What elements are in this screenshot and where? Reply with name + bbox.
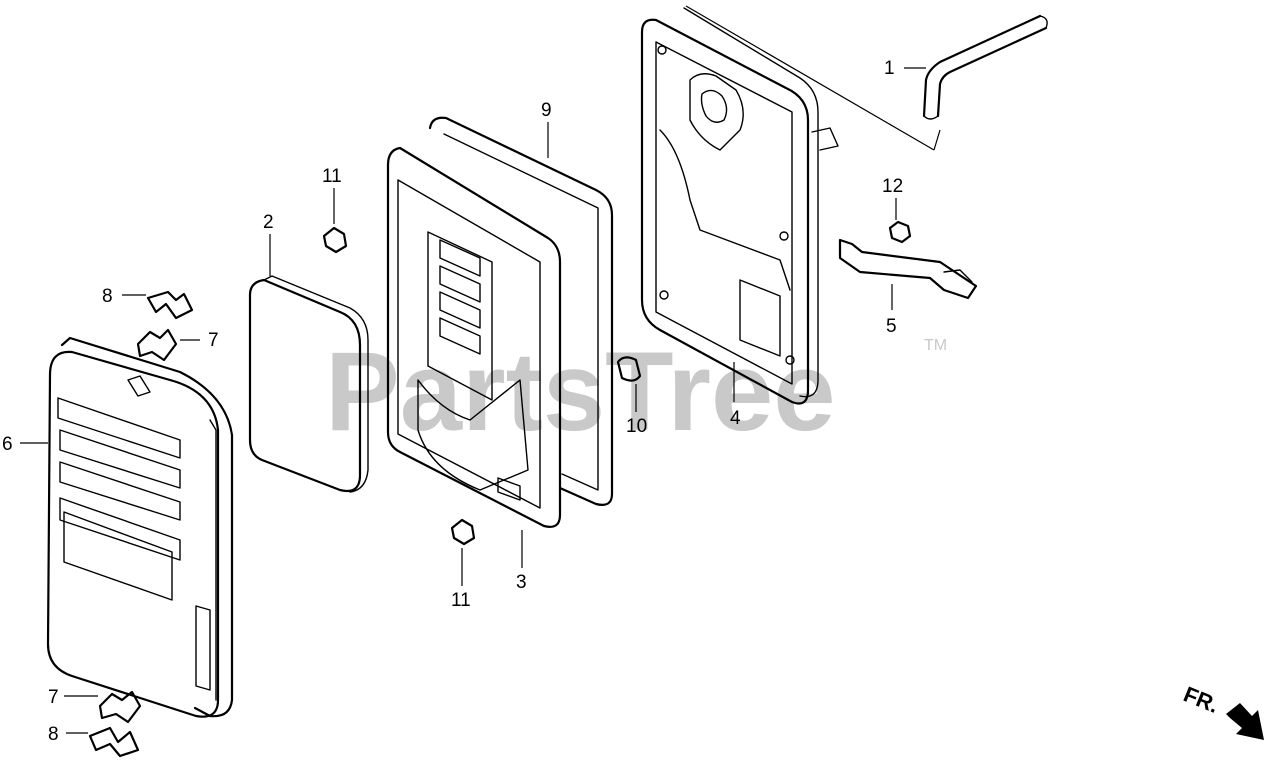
part-11-grommet-lower[interactable] (450, 518, 476, 546)
part-5-bracket[interactable] (838, 238, 978, 300)
part-7-clip-lower[interactable] (98, 690, 142, 724)
part-7-clip-upper[interactable] (136, 328, 178, 362)
part-9-gasket[interactable] (428, 116, 614, 506)
callout-4: 4 (730, 408, 741, 429)
callout-7-lower: 7 (48, 687, 59, 708)
part-10-collar[interactable] (616, 356, 642, 382)
part-4-base-plate[interactable] (640, 7, 839, 405)
front-arrow-icon (1226, 703, 1264, 740)
part-6-air-cleaner-cover[interactable] (46, 336, 234, 718)
part-2-foam-element[interactable] (248, 275, 369, 493)
part-12-nut[interactable] (888, 220, 912, 244)
callout-1: 1 (884, 58, 895, 79)
callout-7-upper: 7 (208, 330, 219, 351)
front-label: FR. (1180, 681, 1222, 717)
callout-2: 2 (263, 212, 274, 233)
watermark-trademark: TM (924, 337, 947, 354)
callout-8-lower: 8 (48, 724, 59, 745)
callout-12: 12 (882, 176, 903, 197)
part-8-clip-lower[interactable] (88, 726, 140, 758)
callout-9: 9 (541, 100, 552, 121)
callout-11-upper: 11 (322, 166, 342, 187)
callout-5: 5 (886, 316, 897, 337)
callout-6: 6 (2, 434, 13, 455)
callout-10: 10 (626, 416, 647, 437)
leader-lines (20, 5, 941, 734)
callout-8-upper: 8 (102, 286, 113, 307)
part-1-breather-tube[interactable] (922, 14, 1048, 120)
callout-3: 3 (516, 572, 527, 593)
front-direction-indicator: FR. (1180, 681, 1264, 740)
part-8-clip-upper[interactable] (146, 290, 194, 320)
watermark-text: PartsTree (325, 329, 836, 454)
part-11-grommet-upper[interactable] (322, 226, 348, 254)
callout-11-lower: 11 (451, 590, 471, 611)
part-3-filter-frame[interactable] (386, 146, 562, 528)
